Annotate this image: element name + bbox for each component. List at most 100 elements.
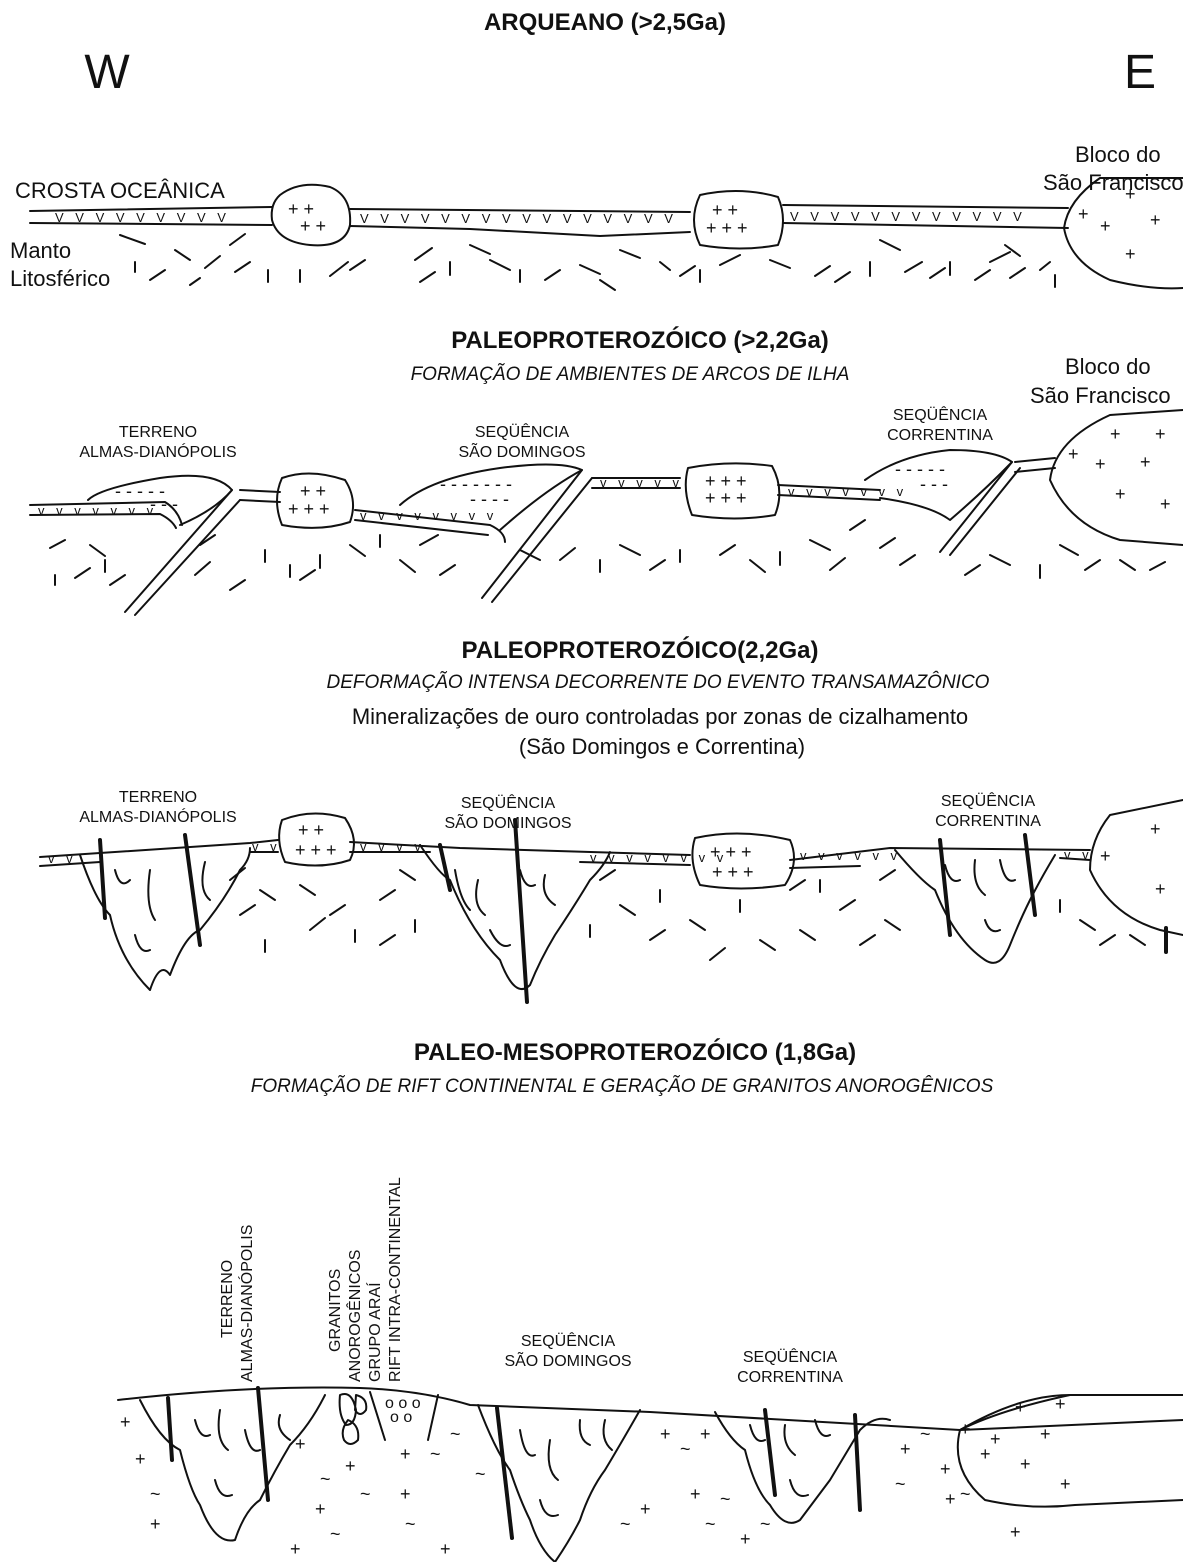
panel3-terrane-line2: ALMAS-DIANÓPOLIS (79, 807, 236, 826)
svg-text:+: + (960, 1419, 971, 1439)
panel3-co-line2: CORRENTINA (935, 813, 1041, 830)
panel4-granite-line2: ANOROGÊNICOS (345, 1250, 364, 1382)
panel2-sd-line1: SEQÜÊNCIA (475, 422, 570, 441)
panel4-title: PALEO-MESOPROTEROZÓICO (1,8Ga) (414, 1038, 856, 1066)
panel2-co-line1: SEQÜÊNCIA (893, 405, 988, 424)
svg-text:+ + +: + + + (288, 499, 330, 519)
panel4-terrane-line1: TERRENO (219, 1260, 236, 1338)
svg-text:+: + (945, 1489, 956, 1509)
oceanic-crust-layer: V V V V V V V V V V V V V V V V V V V V … (29, 204, 1069, 237)
deformed-correntina-4 (714, 1408, 891, 1524)
panel-archean: ARQUEANO (>2,5Ga) W E Bloco do São Franc… (10, 9, 1183, 291)
svg-text:+: + (1078, 204, 1089, 224)
svg-text:~: ~ (430, 1444, 441, 1464)
panel3-note-line2: (São Domingos e Correntina) (519, 734, 805, 759)
p3-microplate-2: + + ++ + + (691, 832, 795, 890)
svg-text:- - -: - - - (150, 494, 178, 514)
svg-text:+: + (290, 1539, 301, 1559)
sao-francisco-block-2: ++ +++ ++ (1049, 409, 1183, 546)
svg-text:v v v v v v: v v v v v v (800, 848, 901, 863)
panel2-title: PALEOPROTEROZÓICO (>2,2Ga) (451, 326, 829, 354)
panel4-arai-line2: RIFT INTRA-CONTINENTAL (387, 1177, 404, 1382)
svg-text:+ + +: + + + (712, 862, 754, 882)
svg-text:+: + (1095, 454, 1106, 474)
panel4-subtitle: FORMAÇÃO DE RIFT CONTINENTAL E GERAÇÃO D… (251, 1075, 994, 1097)
svg-text:~: ~ (620, 1514, 631, 1534)
svg-text:- - -: - - - (920, 474, 948, 494)
svg-text:+: + (1055, 1394, 1066, 1414)
panel2-terrane-line2: ALMAS-DIANÓPOLIS (79, 442, 236, 461)
svg-text:~: ~ (405, 1514, 416, 1534)
svg-text:+ +: + + (298, 820, 324, 840)
svg-text:+: + (1068, 444, 1079, 464)
mantle-texture-1 (119, 233, 1056, 291)
granite-pluses-4: ++~ ++~ +~+ +~+ ~+~ +~~ ~++ ~++ ~~+ ~+~ … (120, 1412, 1021, 1559)
panel2-block-label-line1: Bloco do (1065, 354, 1151, 379)
svg-text:+: + (400, 1444, 411, 1464)
svg-text:~: ~ (760, 1514, 771, 1534)
panel3-sd-line2: SÃO DOMINGOS (444, 812, 571, 832)
mantle-texture-3 (229, 867, 1146, 961)
svg-text:v v v v v v v: v v v v v v v (38, 503, 157, 518)
panel3-note-line1: Mineralizações de ouro controladas por z… (352, 704, 968, 729)
panel1-title: ARQUEANO (>2,5Ga) (484, 9, 726, 36)
svg-text:~: ~ (705, 1514, 716, 1534)
panel3-terrane-line1: TERRENO (119, 789, 197, 806)
arc-sao-domingos: v v v v v v v v - - - - - - -- - - - v v… (354, 463, 681, 603)
panel4-sd-line2: SÃO DOMINGOS (504, 1350, 631, 1370)
svg-text:~: ~ (450, 1424, 461, 1444)
svg-text:v v: v v (48, 851, 77, 866)
svg-text:v v v v: v v v v (360, 839, 425, 854)
sao-francisco-block-3: +++ (1089, 799, 1183, 954)
svg-text:~: ~ (320, 1469, 331, 1489)
panel2-subtitle: FORMAÇÃO DE AMBIENTES DE ARCOS DE ILHA (411, 363, 850, 385)
svg-text:+ +: + + (712, 200, 738, 220)
arai-rift: o o oo o (369, 1391, 439, 1441)
svg-text:+: + (1155, 879, 1166, 899)
svg-text:+: + (640, 1499, 651, 1519)
svg-text:v v v v v v v v: v v v v v v v v (590, 850, 727, 865)
svg-text:+: + (1140, 452, 1151, 472)
continental-surface (117, 1386, 1183, 1431)
panel1-block-label-line1: Bloco do (1075, 142, 1161, 167)
p3-microplate-1: + ++ + + (278, 812, 355, 867)
svg-text:+: + (660, 1424, 671, 1444)
panel4-terrane-line2: ALMAS-DIANÓPOLIS (237, 1225, 256, 1382)
svg-text:+: + (120, 1412, 131, 1432)
svg-text:+ +: + + (300, 216, 326, 236)
panel4-co-line1: SEQÜÊNCIA (743, 1347, 838, 1366)
panel3-sd-line1: SEQÜÊNCIA (461, 793, 556, 812)
svg-text:~: ~ (330, 1524, 341, 1544)
svg-text:o o: o o (390, 1409, 412, 1426)
svg-text:+: + (1150, 210, 1161, 230)
svg-text:v v v v v v v v: v v v v v v v v (360, 508, 497, 523)
svg-text:+: + (400, 1484, 411, 1504)
svg-text:+: + (1110, 424, 1121, 444)
deformed-sao-domingos-4 (477, 1404, 641, 1562)
svg-text:o o o: o o o (385, 1395, 421, 1412)
svg-text:+: + (1150, 819, 1161, 839)
svg-text:+: + (1115, 484, 1126, 504)
svg-text:+: + (690, 1484, 701, 1504)
svg-text:~: ~ (680, 1439, 691, 1459)
panel-island-arcs: PALEOPROTEROZÓICO (>2,2Ga) FORMAÇÃO DE A… (29, 326, 1183, 616)
deformed-correntina-3 (894, 833, 1056, 964)
svg-text:+: + (135, 1449, 146, 1469)
svg-text:+: + (1125, 184, 1136, 204)
svg-text:V V V V V V V V V V V V V V V: V V V V V V V V V V V V V V V V (360, 211, 677, 226)
svg-text:v v: v v (252, 839, 281, 854)
panel4-sd-line1: SEQÜÊNCIA (521, 1331, 616, 1350)
svg-text:+: + (345, 1456, 356, 1476)
svg-text:+: + (700, 1424, 711, 1444)
granite-microplate-2: + ++ + + (693, 189, 784, 250)
panel3-title: PALEOPROTEROZÓICO(2,2Ga) (462, 636, 819, 664)
svg-text:+ + +: + + + (705, 488, 747, 508)
svg-text:+: + (740, 1529, 751, 1549)
arc-microplate-1: + ++ + + (239, 472, 355, 529)
granite-microplate-1: + ++ + (270, 183, 352, 247)
svg-text:~: ~ (150, 1484, 161, 1504)
panel2-co-line2: CORRENTINA (887, 427, 993, 444)
oceanic-crust-label: CROSTA OCEÂNICA (15, 178, 225, 203)
svg-text:+: + (1160, 494, 1171, 514)
